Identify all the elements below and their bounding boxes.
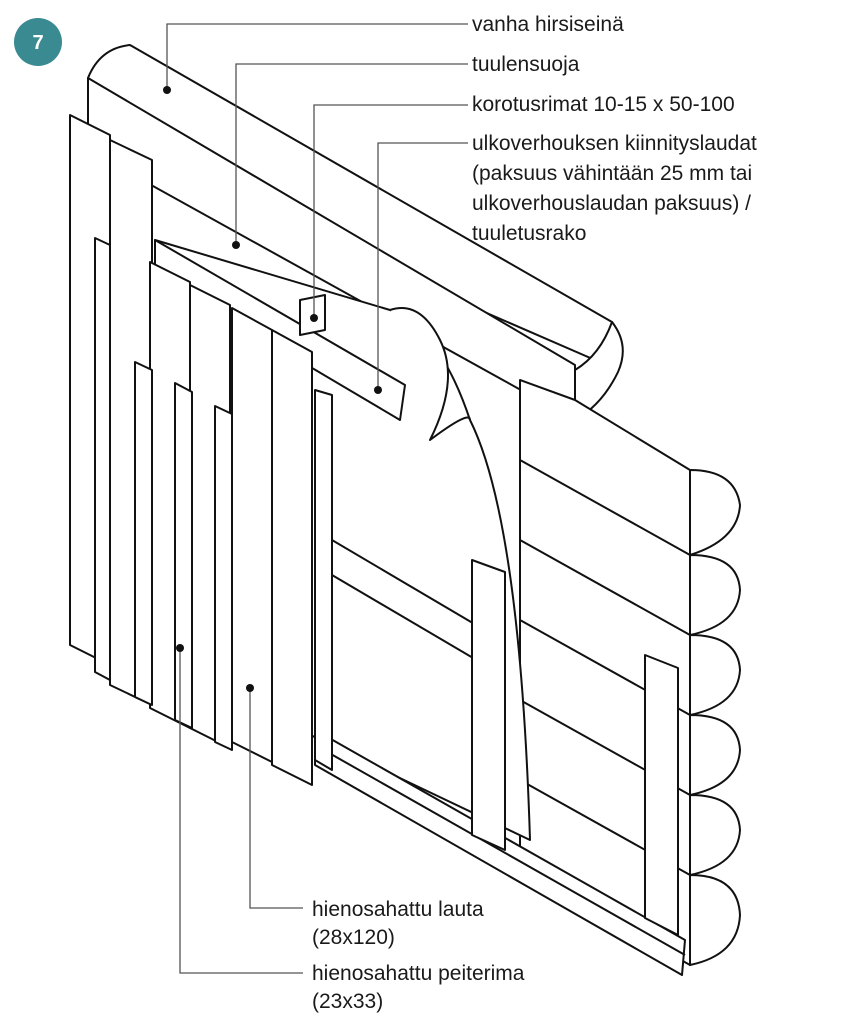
label-cover-strip-2: (23x33) [312, 990, 383, 1013]
label-fixing-boards-1: ulkoverhouksen kiinnityslaudat [472, 132, 757, 155]
cover-strips [94, 237, 233, 751]
label-board-1: hienosahattu lauta [312, 898, 484, 921]
label-cover-strip-1: hienosahattu peiterima [312, 962, 525, 985]
label-raising-battens: korotusrimat 10-15 x 50-100 [472, 93, 735, 116]
label-fixing-boards-2: (paksuus vähintään 25 mm tai [472, 162, 752, 185]
label-fixing-boards-3: ulkoverhouslaudan paksuus) / [472, 192, 751, 215]
log-ends [689, 469, 741, 966]
label-old-log-wall: vanha hirsiseinä [472, 13, 624, 36]
old-log-wall [87, 44, 741, 966]
label-fixing-boards-4: tuuletusrako [472, 222, 586, 245]
raising-battens [299, 294, 679, 936]
label-wind-barrier: tuulensuoja [472, 53, 580, 76]
step-number: 7 [32, 32, 43, 54]
step-badge: 7 [14, 18, 62, 66]
label-board-2: (28x120) [312, 926, 395, 949]
leader-lines [163, 23, 468, 974]
